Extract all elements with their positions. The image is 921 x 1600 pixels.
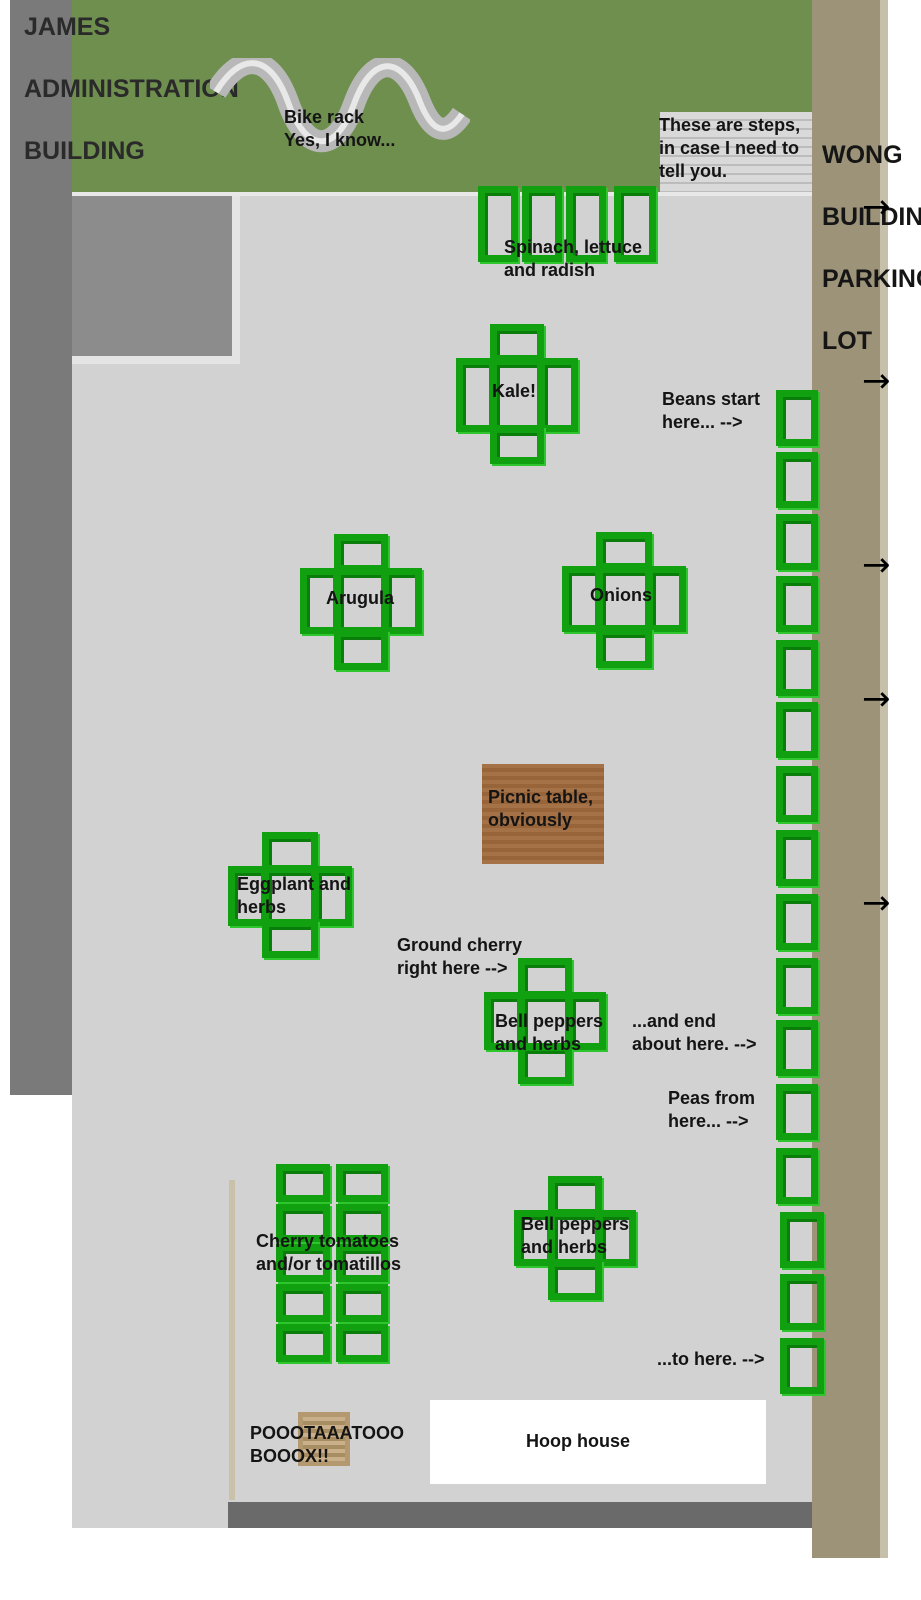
steps-label: These are steps, in case I need to tell … — [659, 115, 801, 181]
planter-bell-peppers — [548, 1260, 602, 1300]
planter-peas — [780, 1338, 824, 1394]
planter-cherry-tomatoes — [336, 1244, 388, 1282]
bike-rack — [210, 58, 470, 153]
arrow-right-icon: → — [862, 883, 891, 923]
planter-cherry-tomatoes — [336, 1324, 388, 1362]
bell-peppers-label: Bell peppers and herbs — [495, 1011, 604, 1054]
planter-cherry-tomatoes — [276, 1244, 330, 1282]
planter-beans — [776, 1020, 818, 1076]
kale-label: Kale! — [492, 381, 537, 401]
planter-beans — [776, 452, 818, 508]
planter-beans — [776, 894, 818, 950]
hoop-house-label: Hoop house — [526, 1431, 630, 1451]
planter-arugula — [382, 568, 422, 634]
planter-eggplant — [262, 920, 318, 958]
paved-area — [72, 192, 827, 1528]
james-administration-building — [10, 0, 72, 1095]
planter-arugula — [334, 534, 388, 572]
planter-cherry-tomatoes — [336, 1204, 388, 1242]
potato-box-label: POOOTAAATOOO BOOOX!! — [250, 1423, 405, 1466]
onions-label: Onions — [590, 585, 652, 605]
planter-onions — [596, 628, 652, 668]
arrow-right-icon: → — [862, 187, 891, 227]
planter-kale — [538, 358, 578, 432]
planter-cherry-tomatoes — [276, 1284, 330, 1322]
planter-peas — [780, 1212, 824, 1268]
arugula-label: Arugula — [326, 588, 395, 608]
eggplant-label: Eggplant and herbs — [237, 874, 351, 917]
wong-building-parking-lot — [812, 0, 888, 1558]
planter-peas — [776, 1084, 818, 1140]
planter-beans — [776, 514, 818, 570]
planter-beans — [776, 576, 818, 632]
ground-cherry-label: Ground cherry right here --> — [397, 935, 523, 978]
planter-bell-peppers — [566, 992, 606, 1050]
planter-spinach — [522, 186, 562, 262]
planter-onions — [646, 566, 686, 632]
picnic-table-label: Picnic table, obviously — [488, 787, 594, 830]
spinach-label: Spinach, lettuce and radish — [504, 237, 643, 280]
planter-onions — [596, 532, 652, 570]
planter-beans — [776, 640, 818, 696]
planter-kale — [490, 324, 544, 362]
gravel-patch — [72, 196, 240, 364]
planter-beans — [776, 830, 818, 886]
bell-peppers-label: Bell peppers and herbs — [521, 1214, 630, 1257]
hoop-house — [430, 1400, 766, 1484]
planter-cherry-tomatoes — [276, 1164, 330, 1202]
planter-kale — [490, 426, 544, 464]
bike-rack-label: Bike rack Yes, I know... — [284, 107, 396, 150]
wong-building-parking-lot-label: WONG BUILDING PARKING LOT — [822, 141, 921, 355]
arrow-right-icon: → — [862, 545, 891, 585]
planter-spinach — [566, 186, 606, 262]
arrow-right-icon: → — [862, 361, 891, 401]
james-administration-building-label: JAMES ADMINISTRATION BUILDING — [24, 12, 239, 167]
planter-beans — [776, 390, 818, 446]
planter-cherry-tomatoes — [276, 1324, 330, 1362]
planter-arugula — [334, 630, 388, 670]
planter-eggplant — [312, 866, 352, 926]
peas-from-label: Peas from here... --> — [668, 1088, 756, 1131]
planter-cherry-tomatoes — [276, 1204, 330, 1242]
to-here-label: ...to here. --> — [657, 1349, 765, 1369]
planter-bell-peppers — [596, 1210, 636, 1266]
planter-peas — [780, 1274, 824, 1330]
planter-peas — [776, 1148, 818, 1204]
arrow-right-icon: → — [862, 679, 891, 719]
west-fence — [229, 1180, 235, 1500]
planter-spinach — [614, 186, 656, 262]
steps — [660, 112, 812, 192]
planter-spinach — [478, 186, 518, 262]
planter-beans — [776, 702, 818, 758]
beans-start-label: Beans start here... --> — [662, 389, 761, 432]
planter-beans — [776, 958, 818, 1014]
planter-beans — [776, 766, 818, 822]
picnic-table — [482, 764, 604, 864]
planter-cherry-tomatoes — [336, 1164, 388, 1202]
planter-bell-peppers — [518, 1044, 572, 1084]
potato-box — [298, 1412, 350, 1466]
beans-end-label: ...and end about here. --> — [632, 1011, 757, 1054]
cherry-tomatoes-label: Cherry tomatoes and/or tomatillos — [256, 1231, 402, 1274]
planter-cherry-tomatoes — [336, 1284, 388, 1322]
south-wall — [228, 1502, 838, 1528]
